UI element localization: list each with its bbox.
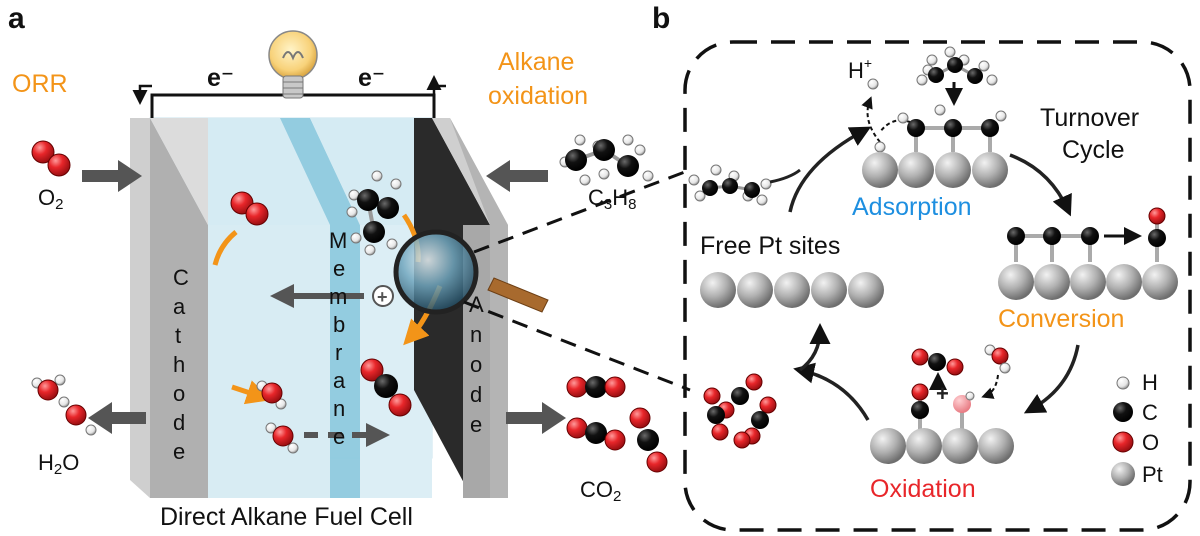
orr-arc-arrow: [212, 230, 238, 266]
pt-surface-conversion: [998, 264, 1178, 300]
co2-label: CO2: [580, 477, 621, 505]
panel-a-letter: a: [8, 2, 25, 35]
propane-inflow-arrow: [486, 160, 548, 192]
oxidation-label: Oxidation: [870, 475, 976, 503]
electron-left-label: e⁻: [207, 64, 234, 92]
svg-text:r: r: [335, 340, 342, 365]
svg-text:o: o: [470, 352, 482, 377]
legend-h-swatch: [1116, 376, 1130, 390]
svg-text:n: n: [470, 322, 482, 347]
legend: H C O Pt: [1111, 370, 1163, 487]
orr-label: ORR: [12, 70, 68, 98]
o2-molecule-inside: [230, 191, 269, 226]
svg-text:A: A: [469, 292, 484, 317]
adsorption-label: Adsorption: [852, 193, 972, 221]
svg-text:d: d: [173, 410, 185, 435]
legend-o-swatch: [1112, 431, 1134, 453]
alkane-oxidation-line1: Alkane: [498, 48, 574, 76]
electron-right-label: e⁻: [358, 64, 385, 92]
propane-left: [688, 164, 772, 206]
panel-b-letter: b: [652, 2, 670, 35]
svg-text:b: b: [333, 312, 345, 337]
membrane-vertical-label: M e m b r a n e: [329, 228, 347, 449]
legend-o-label: O: [1142, 430, 1159, 455]
svg-text:e: e: [470, 412, 482, 437]
zoom-line-top: [473, 168, 691, 254]
svg-text:a: a: [173, 294, 186, 319]
co2-molecule-inside: [360, 358, 412, 417]
water-label: H2O: [38, 450, 79, 478]
turnover-line2: Cycle: [1062, 136, 1125, 164]
cathode-side: [130, 118, 150, 498]
o2-label: O2: [38, 185, 63, 213]
propane-molecule-in: [559, 134, 654, 186]
conversion-label: Conversion: [998, 305, 1124, 333]
adsorption-cycle-arrow: [788, 126, 872, 213]
svg-text:h: h: [173, 352, 185, 377]
legend-c-swatch: [1113, 402, 1133, 422]
conversion-intermediate: [1007, 207, 1166, 262]
svg-text:e: e: [333, 424, 345, 449]
pt-surface-free: [700, 272, 884, 308]
svg-text:n: n: [333, 396, 345, 421]
svg-text:t: t: [175, 323, 181, 348]
anode-side: [450, 118, 508, 498]
fuel-cell-caption: Direct Alkane Fuel Cell: [160, 503, 413, 531]
proton-circle: [372, 285, 394, 307]
oxidation-cycle-arrow: [1023, 344, 1080, 414]
water-outflow-arrow: [88, 402, 146, 434]
o2-molecule-in: [31, 140, 71, 177]
proton-hydrogen-atom: [867, 78, 879, 90]
co2-outflow-arrow: [506, 402, 566, 434]
membrane-panel: [280, 118, 360, 498]
svg-text:M: M: [329, 228, 347, 253]
svg-text:a: a: [333, 368, 346, 393]
turnover-line1: Turnover: [1040, 104, 1139, 132]
alkane-oxidation-line2: oxidation: [488, 82, 588, 110]
conversion-cycle-arrow: [1009, 153, 1072, 217]
propane-top: [916, 46, 998, 86]
legend-h-label: H: [1142, 370, 1158, 395]
svg-text:o: o: [173, 381, 185, 406]
co2-molecules-out: [566, 376, 668, 473]
release-cycle-arrow: [793, 362, 870, 421]
water-molecule-cathode-2: [265, 422, 299, 454]
proton-plus-symbol: +: [377, 287, 388, 307]
svg-text:e: e: [333, 256, 345, 281]
water-formation-arrow: [231, 380, 272, 405]
propane-label: C3H8: [588, 185, 636, 213]
legend-pt-swatch: [1111, 462, 1135, 486]
water-molecules-out: [31, 374, 97, 436]
svg-text:d: d: [470, 382, 482, 407]
adsorbed-propyl-chain: [897, 104, 1007, 152]
oxidation-step: [911, 344, 1011, 430]
free-pt-sites-label: Free Pt sites: [700, 232, 840, 260]
legend-pt-label: Pt: [1142, 462, 1163, 487]
turnover-cycle-box: [683, 40, 1192, 532]
water-molecule-cathode-1: [256, 380, 287, 410]
anode-vertical-label: A n o d e: [469, 292, 484, 437]
adsorbed-hydrogen: [874, 141, 886, 153]
magnifying-glass-icon: [393, 229, 549, 315]
h-transfer-arrow: [861, 96, 881, 143]
pt-surface-top: [862, 152, 1008, 188]
o2-inflow-arrow: [82, 160, 142, 192]
cathode-face: [150, 118, 208, 498]
svg-text:e: e: [173, 439, 185, 464]
zoom-line-bottom: [463, 300, 691, 392]
legend-c-label: C: [1142, 400, 1158, 425]
cathode-vertical-label: C a t h o d e: [173, 265, 189, 464]
pt-surface-oxidation: [870, 428, 1014, 464]
svg-text:m: m: [329, 284, 347, 309]
proton-label: H+: [848, 55, 872, 83]
co2-released-b: [703, 373, 777, 449]
light-bulb-icon: [268, 30, 318, 99]
propane-molecule-inside: [346, 170, 402, 256]
oxidation-plus: +: [936, 381, 949, 406]
svg-text:C: C: [173, 265, 189, 290]
regeneration-cycle-arrow: [798, 323, 831, 372]
